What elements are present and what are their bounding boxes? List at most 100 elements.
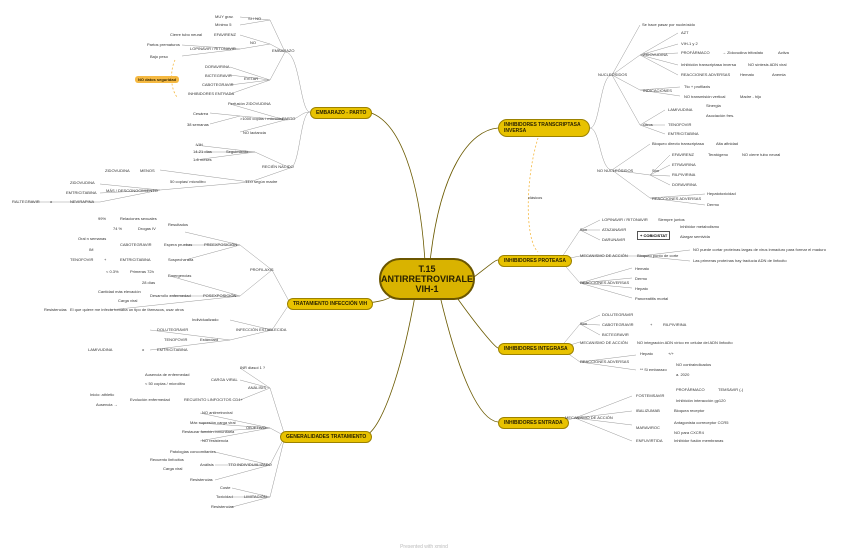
node: NEVIRAPINA [70,199,95,204]
central-line-3: VIH-1 [415,284,439,294]
topic-tratamiento[interactable]: TRATAMIENTO INFECCIÓN VIH [287,298,374,310]
node: MECANISMO DE ACCIÓN [580,340,628,345]
node: NO síntesis ADN viral [748,62,787,67]
central-topic[interactable]: T.15 ANTIRRETROVIRALE VIH-1 [379,258,475,300]
node: EMBARAZO [272,48,295,53]
node: NO resistencia [202,438,229,443]
node: Son [580,321,588,326]
node: ETRAVIRINA [672,162,696,167]
node: Dermo [707,202,720,207]
node: IBALIZUMAB [636,408,660,413]
node: PROFÁRMACO [676,387,705,392]
node: Máx supresión carga viral [190,420,236,425]
topic-entrada[interactable]: INHIBIDORES ENTRADA [498,417,569,429]
node: EMTRICITABINA [66,190,97,195]
node: < 50 copias / microlitro [145,381,186,386]
node: MÁS / DESCONOCIMIENTO [106,188,158,193]
node: ZIDOVUDINA [70,180,95,185]
node: Restaurar función inmunitaria [182,429,235,434]
node: TENOFOVIR [164,337,188,342]
node: Hepatotoxicidad [707,191,736,196]
node: Bloqueo punto de corte [637,253,679,258]
node: DARUNAVIR [602,237,626,242]
node: EMTRICITABINA [668,131,699,136]
node: Las primeras proteínas hay traducía ADN … [693,258,787,263]
node: Oral n semanas [78,236,107,241]
node: AZT [681,30,689,35]
node: POSEXPOSICIÓN [203,293,237,298]
node: a. 2020 [676,372,690,377]
node: Análisis [200,462,214,467]
node: TENOFOVIR [668,122,692,127]
node: Resistencias [190,477,213,482]
topic-embarazo[interactable]: EMBARAZO - PARTO [310,107,373,119]
node: LOPINAVIR / RITONAVIR [190,46,236,51]
node: o [50,199,53,204]
node: NO para CXCR4 [674,430,704,435]
node: BICTEGRAVIR [205,73,232,78]
node: EFAVIRENZ [672,152,694,157]
node: NO integración ADN vírico en celular del… [637,340,733,345]
node: LOPINAVIR / RITONAVIR [602,217,648,222]
node: Recuento linfocitos [150,457,184,462]
node: → Zidovudina trifosfato [722,50,764,55]
node: TTO según madre [245,179,278,184]
node: NO lactancia [243,130,266,135]
node: Anemia [772,72,786,77]
node: Son [580,227,588,232]
node: VIH [196,142,203,147]
node: Inhibición interacción gp120 [676,398,726,403]
node: Primeras 72h [130,269,154,274]
node: RILPIVIRINA [672,172,696,177]
node: Partos prematuros [147,42,180,47]
node: Bloqueo directo transcriptasa [652,141,704,146]
node: MENOS [140,168,155,173]
node: Sospecha alta [168,257,194,262]
node: 38 semanas [187,122,209,127]
node: INHIBIDORES ENTRADA [188,91,235,96]
node: Toxicidad [216,494,233,499]
node: Teratógeno [708,152,729,157]
node: Cesárea [193,111,209,116]
node: Resultados [168,222,189,227]
node: Bajo peso [150,54,168,59]
node: CABOTEGRAVIR [120,242,152,247]
topic-inhibidores-rt[interactable]: INHIBIDORES TRANSCRIPTASA INVERSA [498,119,590,137]
node: ANÁLISIS [248,385,267,390]
node: Inicio: athletic [90,392,115,397]
node: Seguimiento [226,149,249,154]
node: NO NUCLEÓSIDOS [597,168,634,173]
node: EVITAR [244,76,259,81]
node: INFECCIÓN ESTABLECIDA [236,327,287,332]
node: CABOTEGRAVIR [202,82,234,87]
node: Carga viral [163,466,183,471]
node: Espera pruebas [164,242,193,247]
node: PROFILAXIS [250,267,274,272]
node: Resistencias [211,504,234,509]
node: DOLUTEGRAVIR [602,312,634,317]
node: NO antirretroviral [202,410,233,415]
node: Patologías concomitantes [170,449,216,454]
node: Inhibidor metabolismo [680,224,720,229]
node: Alargar semivida [680,234,710,239]
node: Perfusión ZIDOVUDINA [228,101,271,106]
topic-proteasa[interactable]: INHIBIDORES PROTEASA [498,255,572,267]
node: 99% [98,216,107,221]
node: Ausencia → [96,402,118,407]
node: Bloquea receptor [674,408,705,413]
node: 50 copias/ microlitro [170,179,206,184]
node: SI / NO [248,16,262,21]
topic-integrasa[interactable]: INHIBIDORES INTEGRASA [498,343,574,355]
topic-generalidades[interactable]: GENERALIDADES TRATAMIENTO [280,431,373,443]
node: DORAVIRINA [205,64,230,69]
node: DORAVIRINA [672,182,697,187]
node: Relaciones sexuales [120,216,157,221]
node: Coste [220,485,231,490]
node: REACCIONES ADVERSAS [652,196,702,201]
node: NO contraindicados [676,362,712,367]
node: 1-6 meses [193,157,212,162]
node: 14-21 días [193,149,212,154]
node: ZIDOVUDINA [643,52,668,57]
node: MUY grav. [215,14,234,19]
node: ZIDOVUDINA [105,168,130,173]
